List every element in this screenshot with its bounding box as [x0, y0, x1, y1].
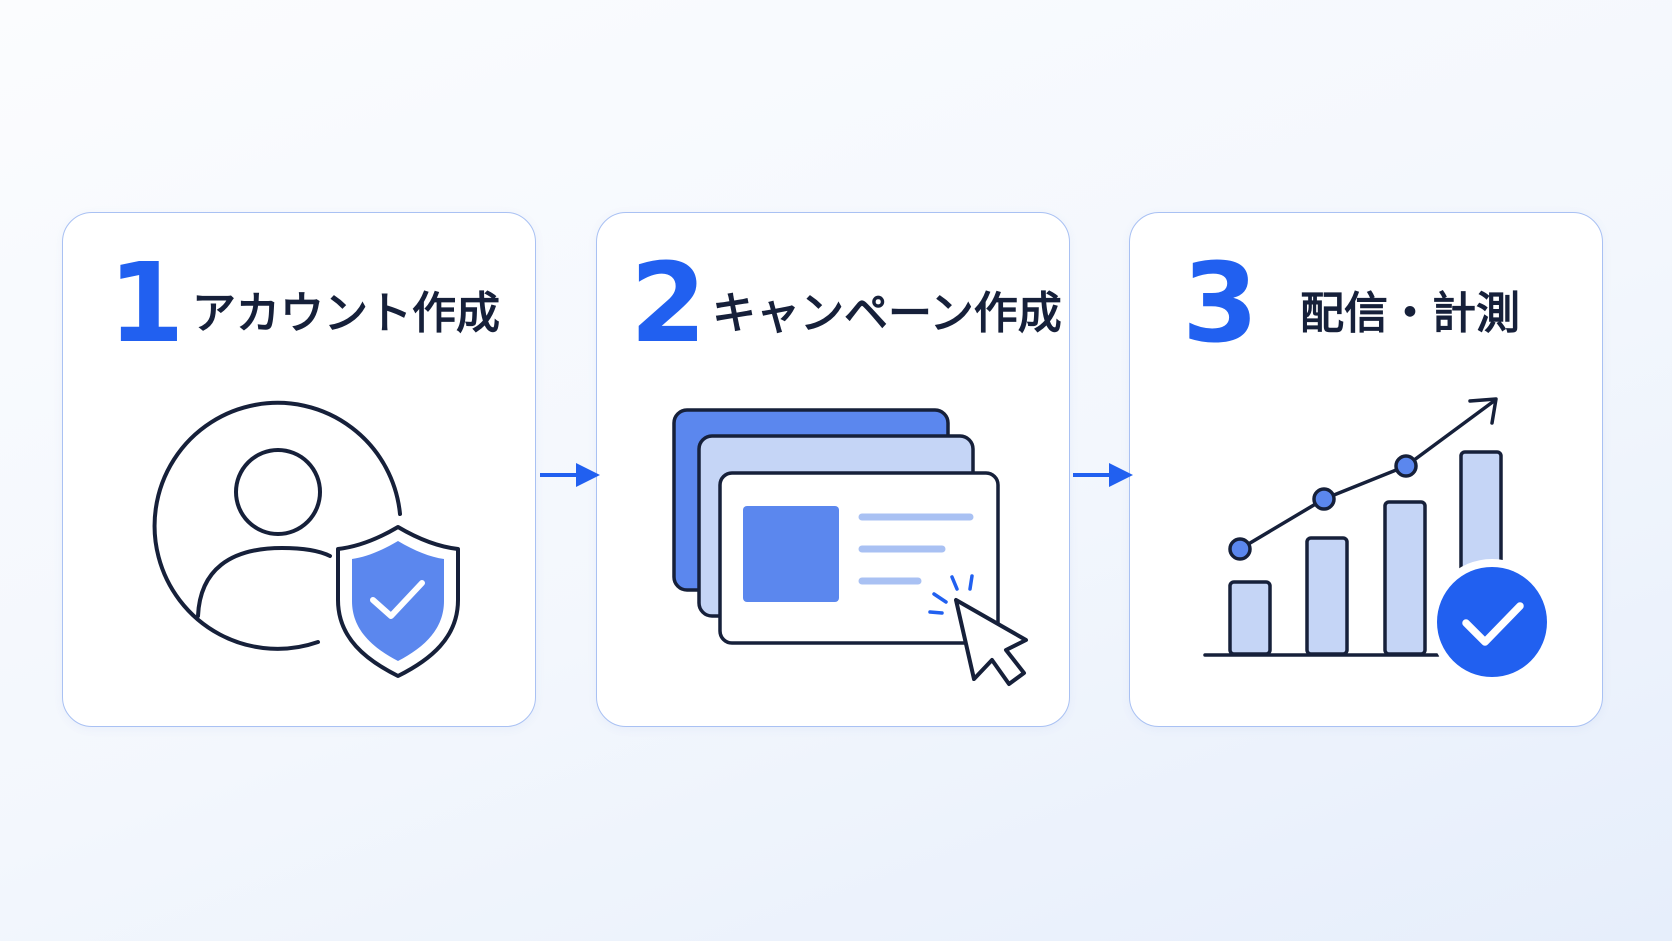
step-title-2: キャンペーン作成: [712, 288, 1062, 339]
arrow-right-icon: [1073, 463, 1133, 487]
step-number-1: 1: [108, 239, 185, 367]
step-number-3: 3: [1182, 239, 1259, 367]
check-icon: [370, 580, 425, 619]
arrow-right-icon: [540, 463, 600, 487]
cursor-icon: [928, 574, 1028, 686]
ad-image-placeholder: [743, 506, 839, 602]
step-title-1: アカウント作成: [192, 288, 500, 339]
step-title-3: 配信・計測: [1300, 288, 1520, 339]
check-badge-icon: [1429, 559, 1555, 685]
shield-icon: [336, 525, 460, 678]
step-number-2: 2: [630, 239, 707, 367]
